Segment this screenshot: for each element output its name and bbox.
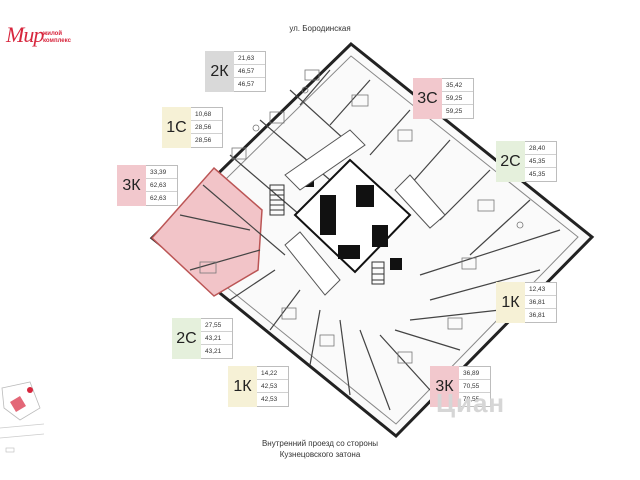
apartment-areas: 27,55 43,21 43,21 [201,318,233,359]
apartment-card-2c[interactable]: 2С 28,40 45,35 45,35 [496,141,557,182]
apartment-areas: 14,22 42,53 42,53 [257,366,289,407]
total-area-with-balcony: 28,56 [195,137,212,144]
apartment-areas: 21,63 46,57 46,57 [234,51,266,92]
living-area: 10,68 [191,108,222,121]
street-label-bottom-line-2: Кузнецовского затона [279,450,361,459]
total-area-with-balcony: 36,81 [529,312,546,319]
total-area: 43,21 [201,332,232,345]
apartment-type-badge: 2С [172,318,201,359]
total-area-with-balcony: 59,25 [446,108,463,115]
street-label-bottom-line-1: Внутренний проезд со стороны [261,439,379,448]
apartment-card-3c[interactable]: 3С 35,42 59,25 59,25 [413,78,474,119]
watermark: Циан [436,388,506,418]
living-area: 28,40 [525,142,556,155]
apartment-card-3k[interactable]: 3К 33,39 62,63 62,63 [117,165,178,206]
furniture [199,69,524,364]
apartment-areas: 33,39 62,63 62,63 [146,165,178,206]
apartment-areas: 36,89 70,55 70,55 [459,366,491,407]
total-area: 46,57 [234,65,265,78]
apartment-areas: 35,42 59,25 59,25 [442,78,474,119]
living-area: 35,42 [442,79,473,92]
living-area: 36,89 [459,367,490,380]
total-area-with-balcony: 45,35 [529,171,546,178]
apartment-card-2c-lower[interactable]: 2С 27,55 43,21 43,21 [172,318,233,359]
total-area-with-balcony: 70,55 [463,396,480,403]
living-area: 27,55 [201,319,232,332]
brand-logo: Мир жилой комплекс [6,22,86,56]
living-area: 21,63 [234,52,265,65]
total-area-with-balcony: 62,63 [150,195,167,202]
apartment-type-badge: 3К [430,366,459,407]
street-label-top: ул. Бородинская [289,24,351,33]
logo-subtitle: жилой комплекс [43,31,71,44]
apartment-type-badge: 1К [228,366,257,407]
apartment-type-badge: 1С [162,107,191,148]
site-minimap [0,381,44,453]
total-area-with-balcony: 42,53 [261,396,278,403]
apartment-areas: 28,40 45,35 45,35 [525,141,557,182]
total-area: 62,63 [146,179,177,192]
logo-mark: Мир [6,22,44,47]
total-area: 28,56 [191,121,222,134]
total-area-with-balcony: 43,21 [205,348,222,355]
apartment-areas: 12,43 36,81 36,81 [525,282,557,323]
highlighted-unit-3k[interactable] [150,166,263,297]
apartment-areas: 10,68 28,56 28,56 [191,107,223,148]
total-area: 42,53 [257,380,288,393]
apartment-card-3k-lower[interactable]: 3К 36,89 70,55 70,55 [430,366,491,407]
living-area: 14,22 [257,367,288,380]
total-area: 59,25 [442,92,473,105]
apartment-card-1k-lower[interactable]: 1К 14,22 42,53 42,53 [228,366,289,407]
apartment-type-badge: 2К [205,51,234,92]
apartment-type-badge: 1К [496,282,525,323]
living-area: 12,43 [525,283,556,296]
total-area-with-balcony: 46,57 [238,81,255,88]
apartment-type-badge: 2С [496,141,525,182]
apartment-type-badge: 3С [413,78,442,119]
total-area: 36,81 [525,296,556,309]
total-area: 45,35 [525,155,556,168]
apartment-card-2k[interactable]: 2К 21,63 46,57 46,57 [205,51,266,92]
corridors [284,129,446,296]
apartment-type-badge: 3К [117,165,146,206]
street-label-bottom: Внутренний проезд со стороны Кузнецовско… [0,438,640,460]
living-area: 33,39 [146,166,177,179]
apartment-card-1c[interactable]: 1С 10,68 28,56 28,56 [162,107,223,148]
apartment-card-1k[interactable]: 1К 12,43 36,81 36,81 [496,282,557,323]
total-area: 70,55 [459,380,490,393]
